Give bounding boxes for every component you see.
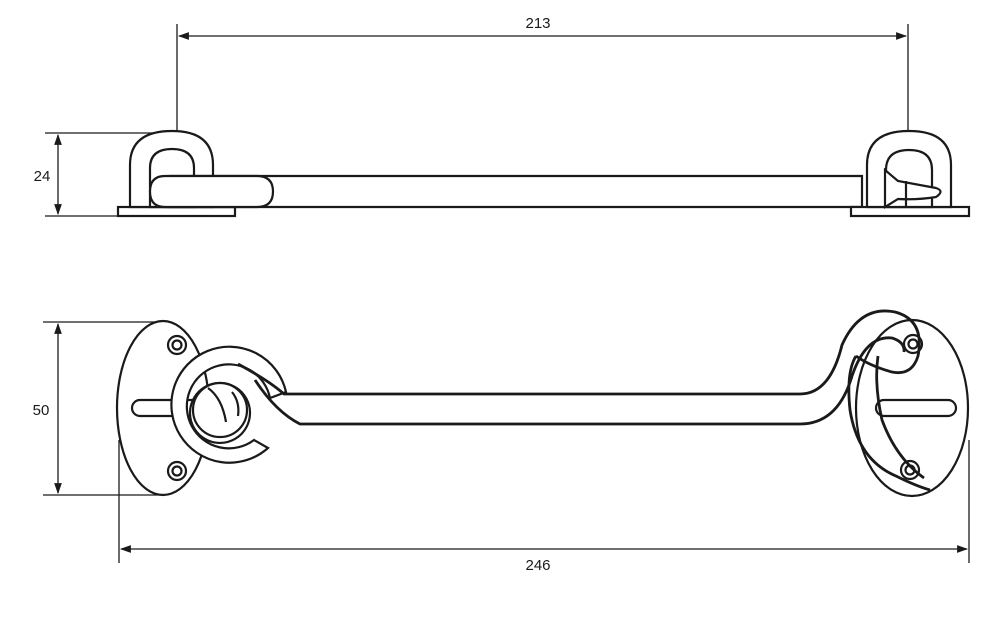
- dimension-label-front-height: 50: [33, 402, 50, 419]
- dimension-label-top-span: 213: [525, 15, 550, 32]
- screw-hole-icon: [166, 460, 188, 482]
- hook-shaft-front: [237, 309, 921, 396]
- dimension-front-height: 50: [33, 321, 165, 496]
- top-view: 213 24: [34, 15, 971, 218]
- hook-tip-side: [883, 167, 942, 209]
- front-view: 50 246: [33, 309, 970, 574]
- dimension-label-total-length: 246: [525, 557, 550, 574]
- screw-hole-icon: [899, 459, 921, 481]
- dimension-top-height: 24: [34, 132, 162, 217]
- left-base-plate-side: [116, 205, 237, 218]
- right-staple-pin: [874, 398, 958, 418]
- dimension-top-span: 213: [176, 15, 909, 135]
- dimension-total-length: 246: [118, 440, 970, 574]
- hook-tail-front: [847, 355, 931, 492]
- right-base-plate-side: [849, 205, 971, 218]
- screw-hole-icon: [902, 333, 924, 355]
- dimension-label-top-height: 24: [34, 168, 51, 185]
- screw-hole-icon: [166, 334, 188, 356]
